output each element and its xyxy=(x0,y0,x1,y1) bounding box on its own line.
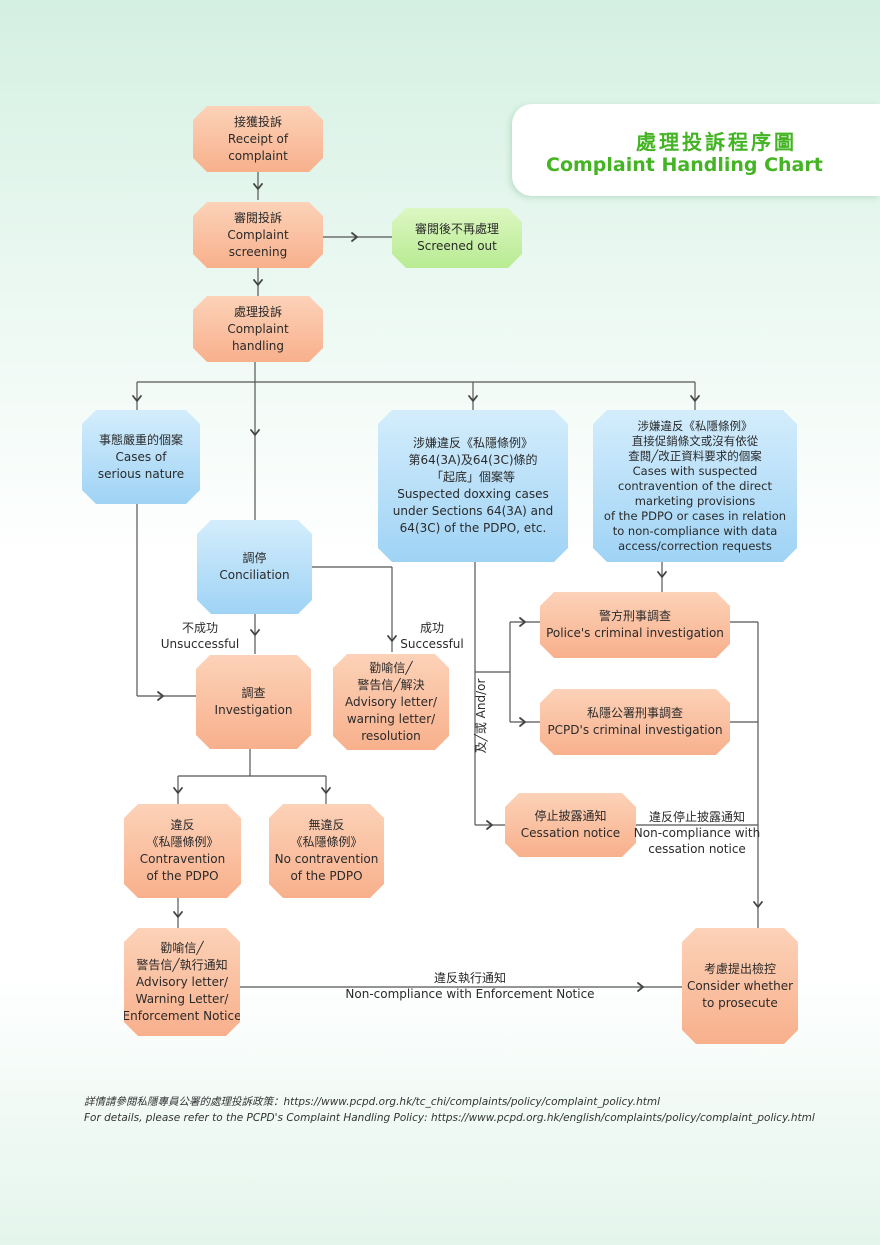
node-no-contravention-of-pdpo: 無違反 《私隱條例》 No contravention of the PDPO xyxy=(269,804,384,898)
node-investigation: 調查 Investigation xyxy=(196,655,311,749)
chart-title-chinese: 處理投訴程序圖 xyxy=(636,130,797,154)
node-advisory-warning-resolution: 勸喻信╱ 警告信╱解決 Advisory letter/ warning let… xyxy=(333,654,449,750)
label-noncompliance-cessation: 違反停止披露通知 Non-compliance with cessation n… xyxy=(633,810,761,856)
label-and-or: 及╱或 And/or xyxy=(474,678,488,754)
node-direct-marketing-cases: 涉嫌違反《私隱條例》 直接促銷條文或沒有依從 查閱╱改正資料要求的個案 Case… xyxy=(593,410,797,562)
node-police-criminal-investigation: 警方刑事調查 Police's criminal investigation xyxy=(540,592,730,658)
chart-title-english: Complaint Handling Chart xyxy=(546,154,823,176)
node-pcpd-criminal-investigation: 私隱公署刑事調查 PCPD's criminal investigation xyxy=(540,689,730,755)
node-cases-of-serious-nature: 事態嚴重的個案 Cases of serious nature xyxy=(82,410,200,504)
footer-policy-chinese: 詳情請參閱私隱專員公署的處理投訴政策：https://www.pcpd.org.… xyxy=(84,1096,661,1108)
node-conciliation: 調停 Conciliation xyxy=(197,520,312,614)
node-contravention-of-pdpo: 違反 《私隱條例》 Contravention of the PDPO xyxy=(124,804,241,898)
node-complaint-screening: 審閱投訴 Complaint screening xyxy=(193,202,323,268)
node-complaint-handling: 處理投訴 Complaint handling xyxy=(193,296,323,362)
label-noncompliance-enforcement: 違反執行通知 Non-compliance with Enforcement N… xyxy=(345,971,595,1001)
node-enforcement-notice: 勸喻信╱ 警告信╱執行通知 Advisory letter/ Warning L… xyxy=(124,928,240,1036)
node-consider-prosecution: 考慮提出檢控 Consider whether to prosecute xyxy=(682,928,798,1044)
footer-policy-english: For details, please refer to the PCPD's … xyxy=(84,1112,815,1124)
node-receipt-of-complaint: 接獲投訴 Receipt of complaint xyxy=(193,106,323,172)
node-cessation-notice: 停止披露通知 Cessation notice xyxy=(505,793,636,857)
title-panel xyxy=(512,104,880,196)
label-successful: 成功 Successful xyxy=(400,621,464,651)
label-unsuccessful: 不成功 Unsuccessful xyxy=(160,621,240,651)
node-screened-out: 審閱後不再處理 Screened out xyxy=(392,208,522,268)
node-suspected-doxxing-cases: 涉嫌違反《私隱條例》 第64(3A)及64(3C)條的 「起底」個案等 Susp… xyxy=(378,410,568,562)
